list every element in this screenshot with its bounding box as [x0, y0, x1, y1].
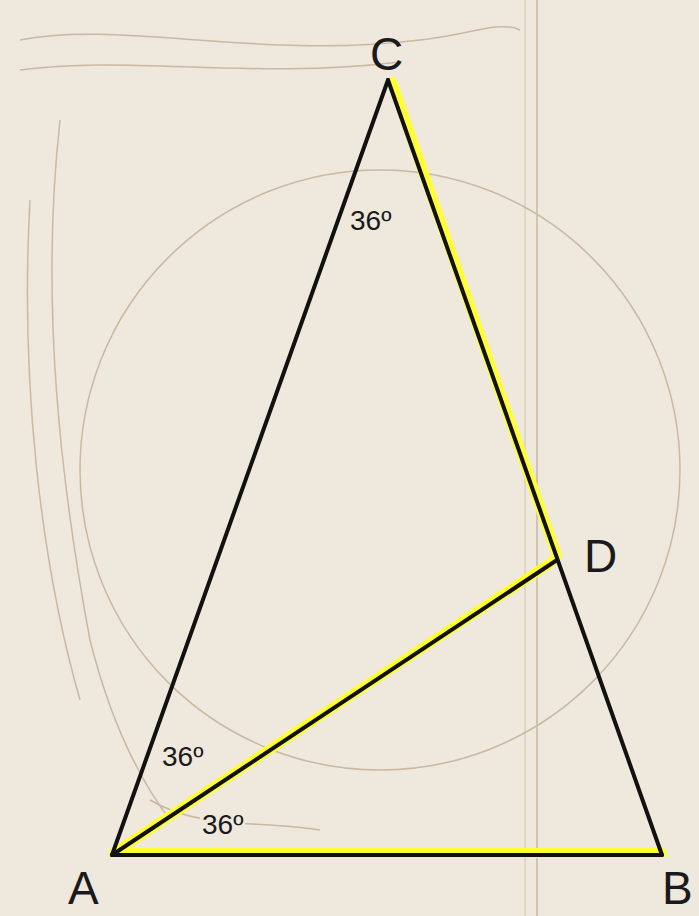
sketch-arm: [20, 62, 400, 70]
side-cb: [388, 80, 662, 855]
sketch-body: [52, 120, 170, 820]
highlight: [114, 82, 662, 853]
angle-label: 36º: [160, 742, 205, 772]
sketch-body: [27, 200, 80, 700]
background-sketch: [20, 0, 680, 916]
sketch-line: [536, 0, 538, 916]
triangle-lines: [112, 80, 662, 855]
vertex-label: A: [66, 864, 101, 912]
vertex-label: C: [368, 30, 405, 78]
sketch-arm: [20, 27, 520, 46]
vertex-label: D: [582, 532, 619, 580]
vertex-label: B: [660, 864, 695, 912]
angle-label: 36º: [200, 810, 245, 840]
side-ab: [112, 853, 662, 857]
segment-ad: [112, 560, 557, 855]
side-ca: [112, 80, 388, 855]
angle-label: 36º: [348, 206, 393, 236]
